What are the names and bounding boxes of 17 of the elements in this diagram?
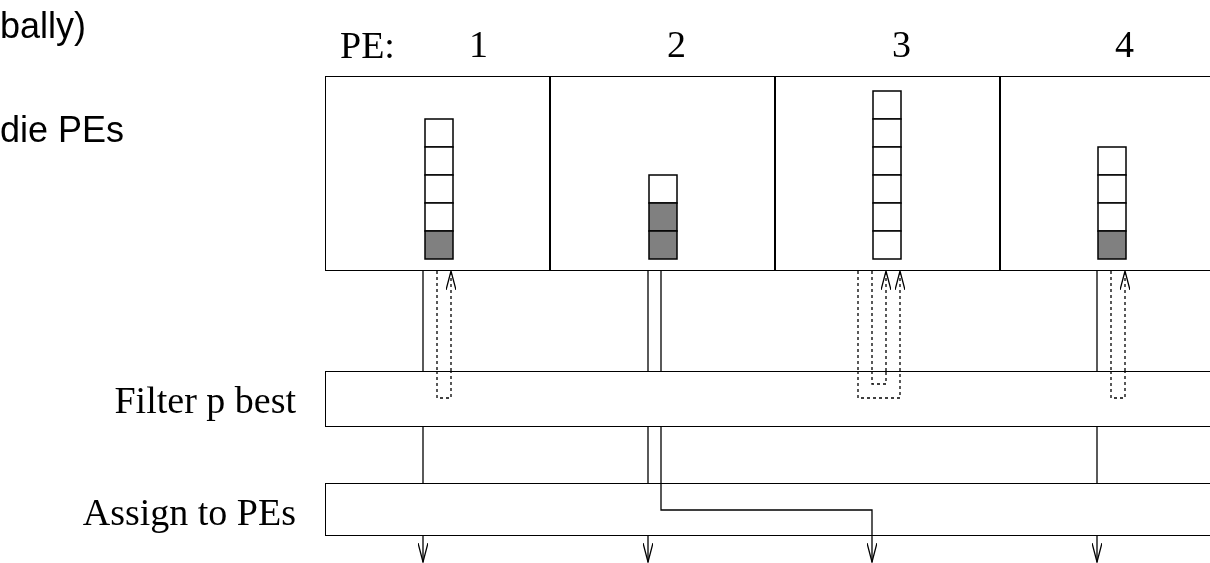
processor-number: 2	[667, 25, 686, 63]
processor-number: 4	[1115, 25, 1134, 63]
dashed-arrow	[894, 270, 906, 372]
text-label: PE:	[340, 26, 395, 64]
stage-label: Filter p best	[114, 381, 296, 419]
stage-label: Assign to PEs	[82, 493, 296, 531]
arrow	[1091, 535, 1103, 563]
processor-number: 3	[892, 25, 911, 63]
arrow	[417, 535, 429, 563]
arrow	[642, 535, 654, 563]
arrow	[866, 535, 878, 563]
dashed-arrow	[1119, 270, 1131, 372]
text-label: bally)	[0, 8, 87, 44]
text-label: die PEs	[0, 112, 125, 148]
processor-number: 1	[469, 25, 488, 63]
dashed-arrow	[880, 270, 892, 372]
dashed-arrow	[445, 270, 457, 372]
